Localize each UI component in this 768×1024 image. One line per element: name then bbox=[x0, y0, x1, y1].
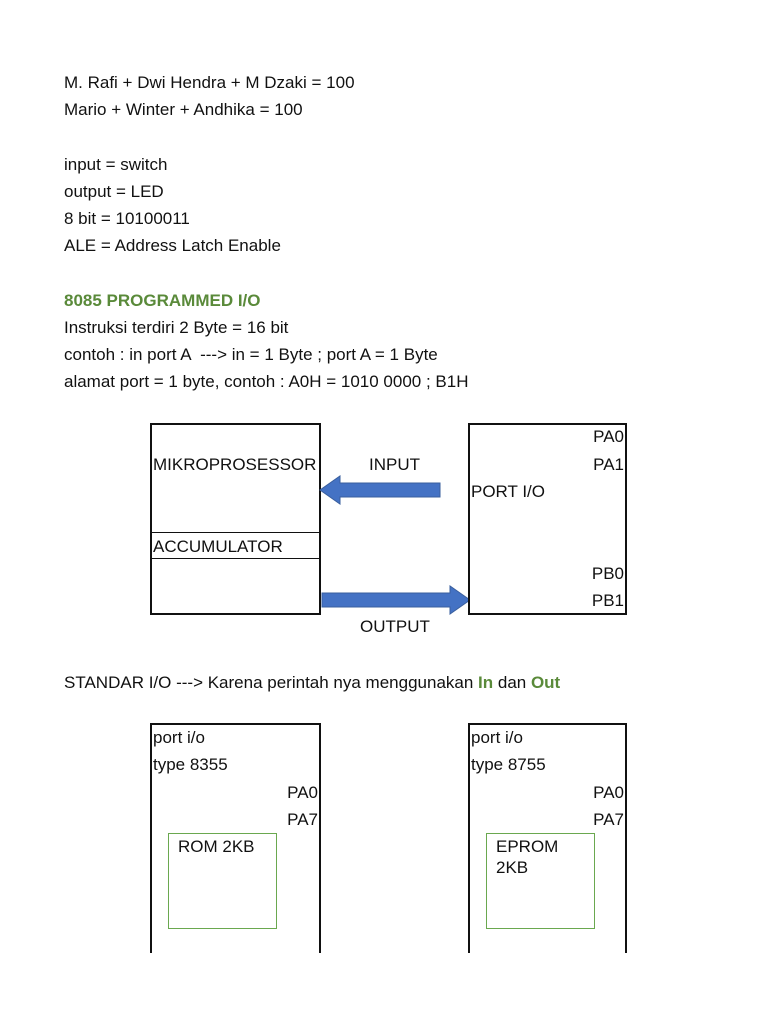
standar-prefix: STANDAR I/O ---> Karena perintah nya men… bbox=[64, 673, 479, 692]
note-line-1: M. Rafi + Dwi Hendra + M Dzaki = 100 bbox=[64, 73, 355, 92]
note-line-6: ALE = Address Latch Enable bbox=[64, 236, 281, 255]
standar-io-line: STANDAR I/O ---> Karena perintah nya men… bbox=[64, 673, 560, 693]
note-line-4: output = LED bbox=[64, 182, 164, 201]
note-line-3: input = switch bbox=[64, 155, 168, 174]
divider-line bbox=[150, 558, 321, 559]
note-line-5: 8 bit = 10100011 bbox=[64, 209, 190, 228]
port-8355-type: type 8355 bbox=[153, 755, 228, 774]
output-label: OUTPUT bbox=[360, 617, 430, 636]
microprocessor-box bbox=[150, 423, 321, 615]
eprom-box bbox=[486, 833, 595, 929]
port-8355-title: port i/o bbox=[153, 728, 205, 747]
rom-box bbox=[168, 833, 277, 929]
microprocessor-label: MIKROPROSESSOR bbox=[153, 455, 317, 474]
pa0-label: PA0 bbox=[593, 427, 624, 446]
port-8755-box bbox=[468, 723, 627, 953]
port-8355-pa7: PA7 bbox=[287, 810, 318, 829]
rom-label: ROM 2KB bbox=[178, 837, 255, 856]
pb1-label: PB1 bbox=[591, 591, 624, 610]
port-8755-type: type 8755 bbox=[471, 755, 546, 774]
divider-line bbox=[150, 532, 321, 533]
pb0-label: PB0 bbox=[591, 564, 624, 583]
input-arrow bbox=[319, 475, 441, 505]
port-8755-pa0: PA0 bbox=[593, 783, 624, 802]
section-heading: 8085 PROGRAMMED I/O bbox=[64, 291, 261, 310]
port-io-label: PORT I/O bbox=[471, 482, 546, 501]
standar-mid: dan bbox=[493, 673, 531, 692]
output-arrow bbox=[321, 585, 471, 615]
port-8355-box bbox=[150, 723, 321, 953]
input-label: INPUT bbox=[369, 455, 420, 474]
standar-in: In bbox=[478, 673, 494, 692]
eprom-size-label: 2KB bbox=[496, 858, 529, 877]
section-line-1: Instruksi terdiri 2 Byte = 16 bit bbox=[64, 318, 289, 337]
port-8355-pa0: PA0 bbox=[287, 783, 318, 802]
port-8755-title: port i/o bbox=[471, 728, 523, 747]
pa1-label: PA1 bbox=[593, 455, 624, 474]
accumulator-label: ACCUMULATOR bbox=[153, 537, 283, 556]
port-8755-pa7: PA7 bbox=[593, 810, 624, 829]
section-line-2: contoh : in port A ---> in = 1 Byte ; po… bbox=[64, 345, 438, 364]
section-line-3: alamat port = 1 byte, contoh : A0H = 101… bbox=[64, 372, 469, 391]
standar-out: Out bbox=[530, 673, 561, 692]
eprom-label: EPROM bbox=[496, 837, 559, 856]
port-io-box bbox=[468, 423, 627, 615]
note-line-2: Mario + Winter + Andhika = 100 bbox=[64, 100, 303, 119]
